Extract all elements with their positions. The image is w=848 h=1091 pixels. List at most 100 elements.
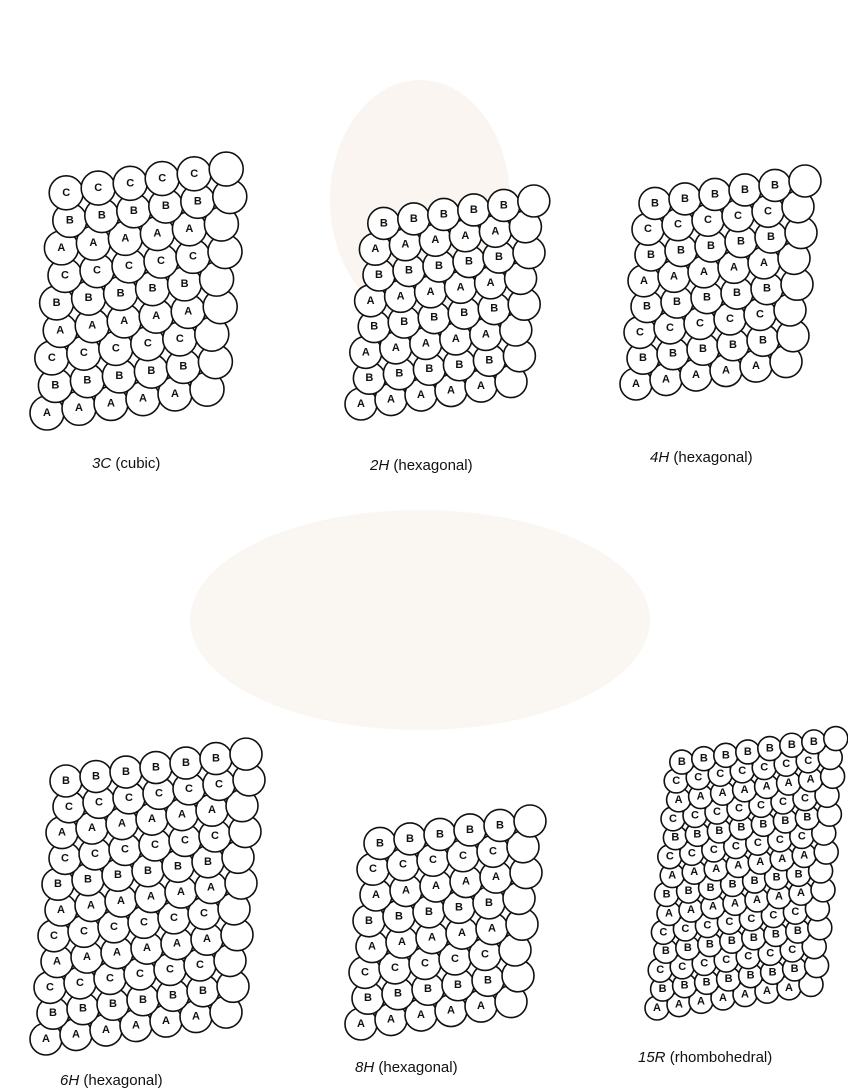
layer-letter: A (797, 887, 805, 899)
layer-letter: B (83, 375, 91, 387)
caption-3C: 3C (cubic) (92, 455, 160, 472)
layer-letter: B (410, 213, 418, 225)
layer-letter: B (495, 251, 503, 263)
layer-letter: C (725, 916, 733, 928)
layer-letter: C (704, 214, 712, 226)
layer-letter: C (791, 906, 799, 918)
layer-letter: B (139, 994, 147, 1006)
svg-text:3C (cubic): 3C (cubic) (92, 455, 160, 472)
layer-letter: A (152, 310, 160, 322)
layer-letter: A (785, 982, 793, 994)
layer-letter: B (84, 874, 92, 886)
layer-letter: A (371, 243, 379, 255)
layer-letter: A (730, 261, 738, 273)
layer-letter: B (370, 321, 378, 333)
layer-letter: A (153, 228, 161, 240)
layer-letter: C (782, 758, 790, 770)
layer-letter: B (729, 878, 737, 890)
layer-letter: B (681, 193, 689, 205)
layer-letter: A (491, 225, 499, 237)
layer-letter: C (166, 963, 174, 975)
layer-letter: B (53, 297, 61, 309)
layer-letter: C (779, 796, 787, 808)
layer-letter: B (766, 743, 774, 755)
layer-letter: B (485, 354, 493, 366)
layer-letter: B (729, 339, 737, 351)
layer-letter: B (707, 240, 715, 252)
layer-letter: A (208, 804, 216, 816)
svg-text:8H (hexagonal): 8H (hexagonal) (355, 1059, 458, 1076)
layer-letter: A (120, 315, 128, 327)
layer-letter: A (147, 891, 155, 903)
layer-letter: A (75, 402, 83, 414)
layer-letter: A (752, 360, 760, 372)
layer-letter: A (171, 388, 179, 400)
layer-letter: B (678, 756, 686, 768)
layer-letter: A (417, 389, 425, 401)
layer-letter: A (56, 324, 64, 336)
layer-letter: C (125, 792, 133, 804)
layer-letter: B (759, 818, 767, 830)
layer-letter: B (671, 832, 679, 844)
layer-letter: B (425, 363, 433, 375)
layer-letter: A (709, 901, 717, 913)
layer-letter: C (125, 260, 133, 272)
layer-letter: C (176, 333, 184, 345)
layer-letter: A (88, 822, 96, 834)
layer-letter: A (741, 784, 749, 796)
sphere (824, 727, 848, 751)
layer-letter: C (136, 968, 144, 980)
layer-letter: C (636, 326, 644, 338)
sphere (789, 165, 821, 197)
layer-letter: A (690, 866, 698, 878)
layer-letter: C (666, 851, 674, 863)
caption-4H: 4H (hexagonal) (650, 449, 753, 466)
layer-letter: B (66, 214, 74, 226)
layer-letter: B (699, 343, 707, 355)
layer-letter: B (663, 888, 671, 900)
layer-letter: C (155, 787, 163, 799)
layer-letter: B (639, 352, 647, 364)
layer-letter: C (391, 962, 399, 974)
layer-letter: A (431, 234, 439, 246)
layer-letter: B (772, 928, 780, 940)
layer-letter: A (192, 1011, 200, 1023)
stack-8H: AAAAABBBBBCCCCCAAAAABBBBBAAAAACCCCCBBBBB (345, 805, 546, 1040)
layer-letter: B (130, 205, 138, 217)
layer-letter: C (696, 317, 704, 329)
layer-letter: B (751, 875, 759, 887)
layer-letter: B (733, 287, 741, 299)
layer-letter: A (387, 1014, 395, 1026)
layer-letter: A (756, 856, 764, 868)
layer-letter: B (149, 283, 157, 295)
layer-letter: B (51, 379, 59, 391)
layer-letter: C (459, 850, 467, 862)
layer-letter: C (738, 765, 746, 777)
layer-letter: B (460, 307, 468, 319)
layer-letter: B (62, 775, 70, 787)
layer-letter: C (62, 187, 70, 199)
layer-letter: A (58, 827, 66, 839)
layer-letter: C (110, 921, 118, 933)
layer-letter: C (691, 809, 699, 821)
stack-4H: AAAAABBBBBCCCCCBBBBBAAAAABBBBBCCCCCBBBBB (620, 165, 821, 400)
layer-letter: C (80, 347, 88, 359)
layer-letter: B (405, 265, 413, 277)
layer-letter: A (447, 1005, 455, 1017)
svg-text:4H (hexagonal): 4H (hexagonal) (650, 449, 753, 466)
layer-letter: B (693, 828, 701, 840)
layer-letter: C (732, 841, 740, 853)
layer-letter: C (674, 219, 682, 231)
layer-letter: A (778, 853, 786, 865)
layer-letter: A (372, 889, 380, 901)
layer-letter: B (500, 199, 508, 211)
layer-letter: A (422, 337, 430, 349)
layer-letter: C (716, 768, 724, 780)
layer-letter: A (462, 876, 470, 888)
layer-letter: B (400, 316, 408, 328)
layer-letter: C (144, 338, 152, 350)
layer-letter: A (452, 333, 460, 345)
layer-letter: B (85, 292, 93, 304)
layer-letter: C (91, 848, 99, 860)
